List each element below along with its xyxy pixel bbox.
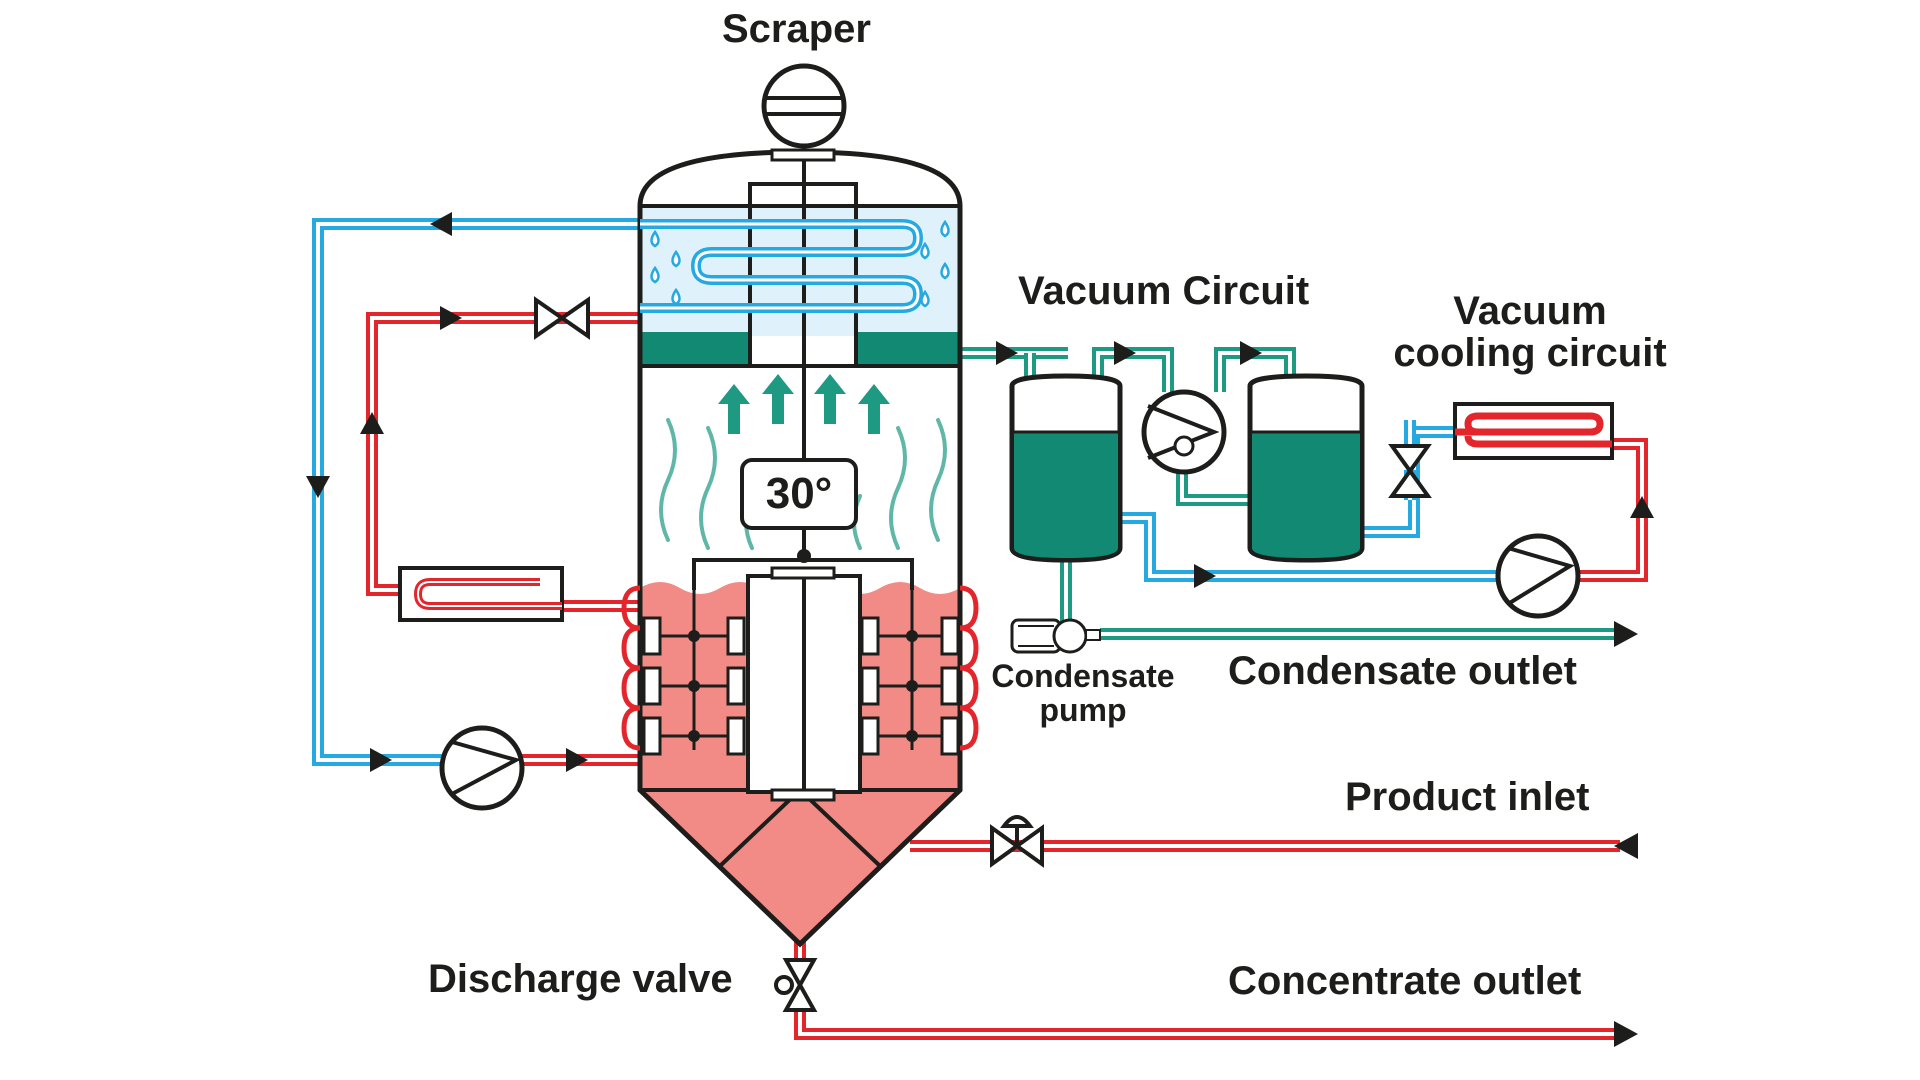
product-pipe <box>794 840 1620 1040</box>
product-inlet-valve <box>990 815 1044 868</box>
vacuum-cooling-valve <box>1388 444 1432 498</box>
temperature-display: 30° <box>740 458 858 530</box>
flow-arrows <box>306 212 1654 1047</box>
vacuum-pump <box>1141 389 1227 475</box>
scraper-label: Scraper <box>722 7 871 51</box>
concentrate-outlet-label: Concentrate outlet <box>1228 959 1582 1003</box>
condensate-pump-line1: Condensate <box>991 658 1175 694</box>
vacuum-tank-1 <box>1009 373 1123 563</box>
product-inlet-label: Product inlet <box>1345 775 1590 819</box>
vacuum-cooling-circuit-label: Vacuum cooling circuit <box>1385 290 1675 374</box>
scraper-motor <box>761 63 847 162</box>
vacuum-tank-2 <box>1247 373 1365 563</box>
vacuum-cooling-line2: cooling circuit <box>1393 331 1667 375</box>
discharge-valve-label: Discharge valve <box>428 957 733 1001</box>
left-heat-exchanger <box>398 566 564 622</box>
condensate-pump-label: Condensate pump <box>978 658 1188 728</box>
left-valve <box>534 296 590 340</box>
temperature-value: 30° <box>765 469 833 518</box>
condensate-pump-icon <box>1010 618 1101 654</box>
condensate-outlet-label: Condensate outlet <box>1228 649 1577 693</box>
hot-loop-pipe <box>366 312 640 766</box>
vacuum-cooling-line1: Vacuum <box>1453 289 1607 333</box>
cooling-coil <box>640 219 924 313</box>
condensate-pump-line2: pump <box>1039 691 1127 728</box>
left-pump <box>439 725 525 811</box>
heating-jacket <box>621 585 979 756</box>
vacuum-cooling-pump <box>1495 533 1581 619</box>
vacuum-pipe <box>958 347 1620 640</box>
droplets <box>650 219 950 308</box>
vacuum-cooling-exchanger <box>1453 402 1614 460</box>
vapor-arrows <box>718 374 890 434</box>
vacuum-circuit-label: Vacuum Circuit <box>1018 269 1310 313</box>
discharge-valve-icon <box>774 958 818 1012</box>
